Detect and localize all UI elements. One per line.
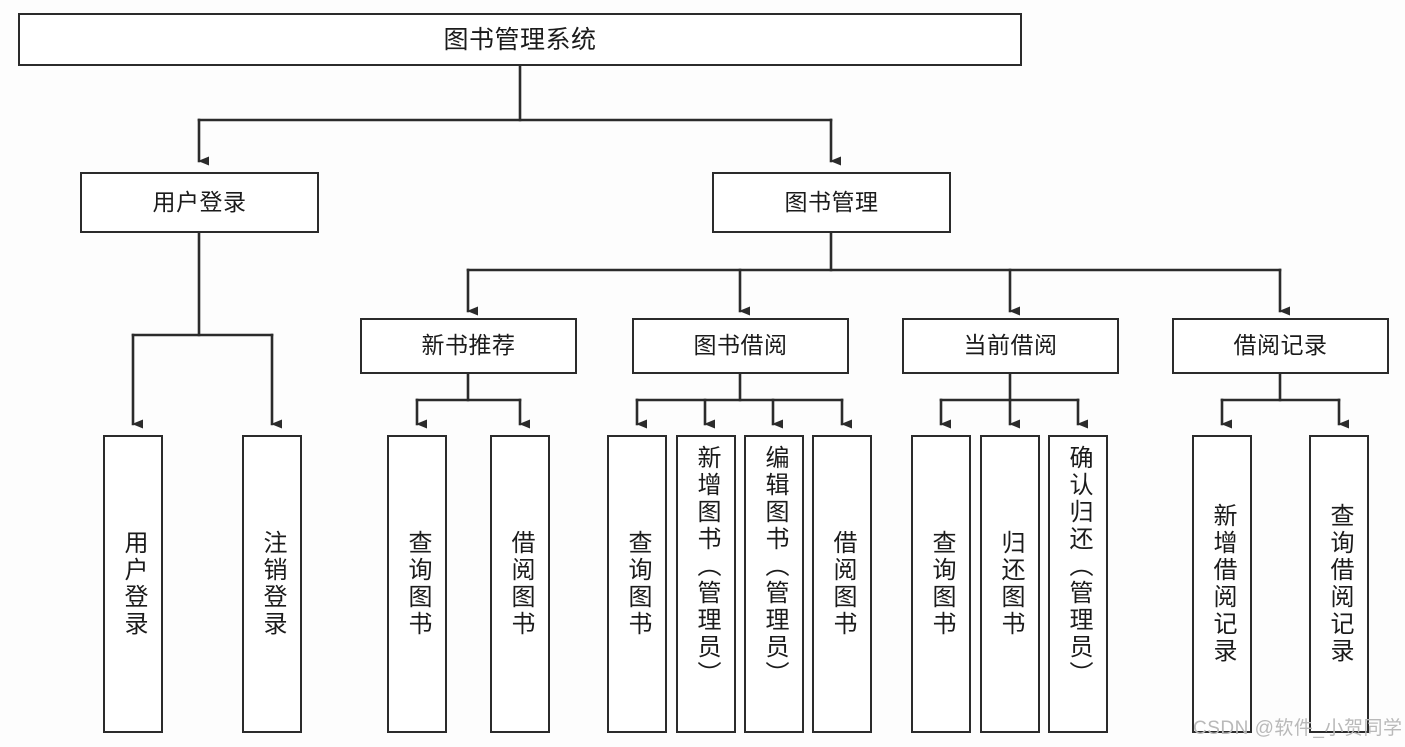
- node-current-borrow[interactable]: 当前借阅: [902, 318, 1119, 374]
- node-book-management[interactable]: 图书管理: [712, 172, 951, 233]
- node-label: 注销登录: [259, 530, 286, 638]
- node-new-book-recommend[interactable]: 新书推荐: [360, 318, 577, 374]
- node-label: 编辑图书（管理员）: [761, 445, 788, 688]
- leaf-borrow-add-book-admin[interactable]: 新增图书（管理员）: [676, 435, 736, 733]
- node-label: 当前借阅: [963, 332, 1058, 359]
- leaf-borrow-edit-book-admin[interactable]: 编辑图书（管理员）: [744, 435, 804, 733]
- leaf-new-book-borrow[interactable]: 借阅图书: [490, 435, 550, 733]
- leaf-current-confirm-return-admin[interactable]: 确认归还（管理员）: [1048, 435, 1108, 733]
- node-label: 查询图书: [404, 530, 431, 638]
- node-label: 借阅记录: [1233, 332, 1328, 359]
- leaf-current-query-book[interactable]: 查询图书: [911, 435, 971, 733]
- node-label: 图书借阅: [693, 332, 788, 359]
- node-label: 图书管理系统: [443, 25, 597, 54]
- node-label: 确认归还（管理员）: [1065, 445, 1092, 688]
- node-user-login[interactable]: 用户登录: [80, 172, 319, 233]
- node-borrow-record[interactable]: 借阅记录: [1172, 318, 1389, 374]
- node-label: 归还图书: [997, 530, 1024, 638]
- node-label: 查询借阅记录: [1326, 503, 1353, 665]
- node-label: 查询图书: [928, 530, 955, 638]
- node-label: 借阅图书: [829, 530, 856, 638]
- leaf-borrow-query-book[interactable]: 查询图书: [607, 435, 667, 733]
- node-label: 新增图书（管理员）: [693, 445, 720, 688]
- node-label: 查询图书: [624, 530, 651, 638]
- node-label: 图书管理: [784, 188, 879, 215]
- leaf-record-query-record[interactable]: 查询借阅记录: [1309, 435, 1369, 733]
- node-book-borrow[interactable]: 图书借阅: [632, 318, 849, 374]
- node-label: 新增借阅记录: [1209, 503, 1236, 665]
- leaf-user-login-logout[interactable]: 注销登录: [242, 435, 302, 733]
- leaf-user-login-login[interactable]: 用户登录: [103, 435, 163, 733]
- node-root-system[interactable]: 图书管理系统: [18, 13, 1022, 66]
- leaf-current-return-book[interactable]: 归还图书: [980, 435, 1040, 733]
- leaf-record-add-record[interactable]: 新增借阅记录: [1192, 435, 1252, 733]
- leaf-new-book-query[interactable]: 查询图书: [387, 435, 447, 733]
- node-label: 用户登录: [152, 188, 247, 215]
- csdn-watermark: CSDN @软件_小贺同学: [1193, 718, 1403, 739]
- node-label: 新书推荐: [421, 332, 516, 359]
- leaf-borrow-borrow-book[interactable]: 借阅图书: [812, 435, 872, 733]
- node-label: 用户登录: [120, 530, 147, 638]
- node-label: 借阅图书: [507, 530, 534, 638]
